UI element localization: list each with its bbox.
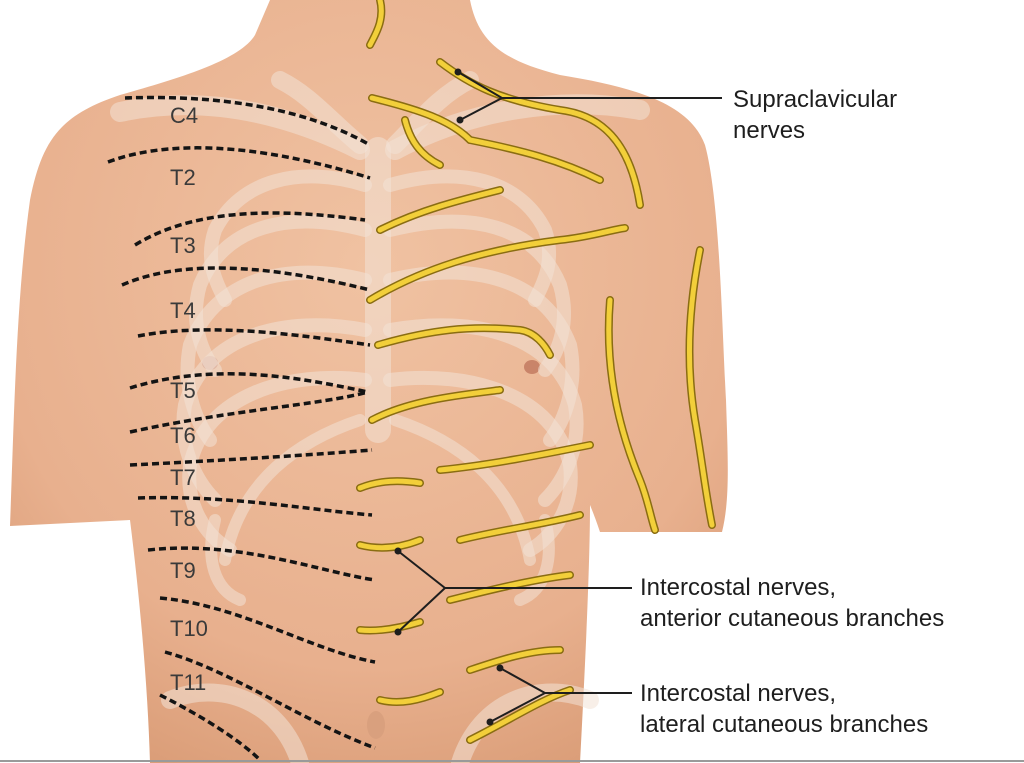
callout-supraclavicular-line1: Supraclavicular [733, 86, 898, 113]
label-t7: T7 [170, 465, 196, 490]
boundary-c4-top [124, 95, 371, 147]
boundary-t10-t11 [159, 596, 376, 664]
left-pelvis [161, 683, 309, 763]
callout-anterior-cutaneous: Intercostal nerves, anterior cutaneous b… [640, 572, 944, 634]
label-t4: T4 [170, 298, 196, 323]
leader-dots [394, 68, 504, 726]
callout-supraclavicular-line2: nerves [733, 117, 806, 144]
label-t6: T6 [170, 423, 196, 448]
callout-anterior-line2: anterior cutaneous branches [640, 605, 945, 632]
label-t8: T8 [170, 506, 196, 531]
label-t10: T10 [170, 616, 208, 641]
rib-cage [110, 71, 650, 763]
left-scapula [271, 71, 369, 154]
navel [367, 711, 385, 739]
boundary-t5-t6 [129, 372, 369, 394]
boundary-t3-t4 [121, 266, 371, 292]
boundary-t11-t12 [164, 650, 376, 750]
right-clavicle [385, 94, 650, 160]
right-scapula [386, 71, 479, 154]
callout-anterior-line1: Intercostal nerves, [640, 574, 837, 601]
callout-lateral-cutaneous: Intercostal nerves, lateral cutaneous br… [640, 678, 928, 740]
boundary-t9-t10 [147, 546, 376, 582]
boundary-t4-t5 [137, 328, 371, 347]
leader-lines [397, 71, 722, 723]
label-c4: C4 [170, 103, 198, 128]
label-t3: T3 [170, 233, 196, 258]
dermatome-boundaries [107, 95, 376, 762]
boundary-t12 [159, 693, 262, 762]
boundary-t8-t9 [137, 495, 373, 517]
nerve-branches [356, 0, 716, 744]
right-nipple [524, 360, 540, 374]
dermatome-labels: C4 T2 T3 T4 T5 T6 T7 T8 T9 T10 T11 [170, 103, 208, 695]
label-t5: T5 [170, 378, 196, 403]
left-clavicle [110, 95, 370, 160]
label-t2: T2 [170, 165, 196, 190]
label-t9: T9 [170, 558, 196, 583]
boundary-t7-t8 [129, 448, 373, 467]
boundary-c4-t2 [107, 146, 371, 180]
callout-lateral-line2: lateral cutaneous branches [640, 711, 929, 738]
callout-lateral-line1: Intercostal nerves, [640, 680, 837, 707]
label-t11: T11 [170, 670, 206, 695]
callout-supraclavicular-nerves: Supraclavicular nerves [733, 84, 897, 146]
boundary-t6-t7 [129, 390, 369, 434]
boundary-t2-t3 [134, 211, 366, 247]
